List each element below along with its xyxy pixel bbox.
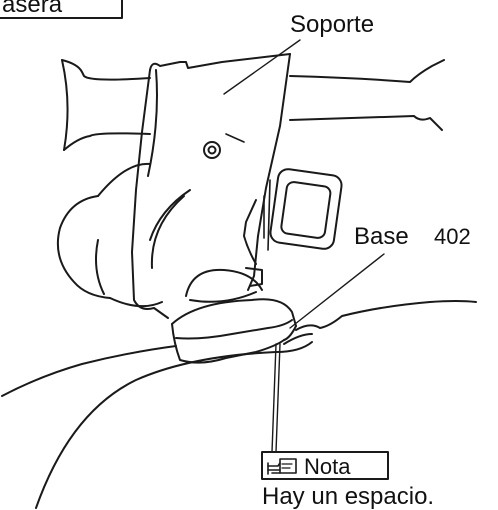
rear-label-text: asera (2, 0, 63, 18)
crossbar (61, 59, 445, 151)
knob (56, 162, 163, 308)
bracket-body (131, 53, 291, 319)
clip-latch (263, 168, 343, 251)
note-label: Nota (304, 454, 351, 479)
rear-label-box: asera (0, 0, 123, 19)
bracket-label: Soporte (290, 11, 374, 38)
surface-outline (1, 300, 477, 509)
hand-note-icon (267, 458, 297, 475)
base-402 (171, 298, 297, 364)
leader-lines (223, 39, 385, 453)
base-label: Base (354, 223, 409, 250)
note-text: Hay un espacio. (262, 483, 434, 510)
dome-joint (185, 267, 263, 303)
note-badge: Nota (261, 451, 389, 480)
base-code-label: 402 (434, 224, 471, 249)
